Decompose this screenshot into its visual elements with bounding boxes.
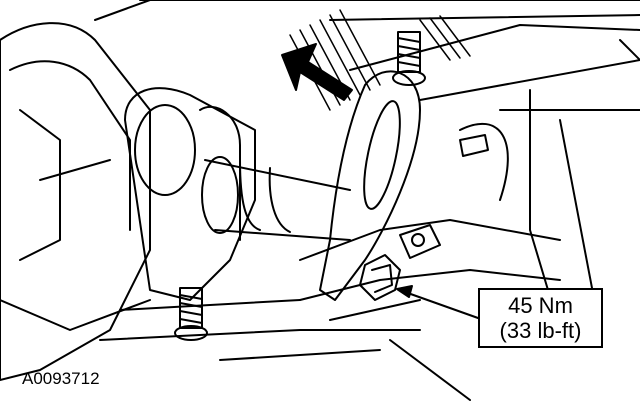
pivot-bracket — [124, 87, 256, 301]
callout-leader — [396, 285, 479, 319]
retaining-nut — [359, 254, 401, 301]
mounting-plate — [289, 9, 471, 111]
direction-arrow — [281, 43, 353, 101]
lower-stud — [174, 287, 208, 341]
torque-imperial-label: (33 lb-ft) — [499, 318, 582, 343]
ring-bracket — [319, 70, 421, 301]
lower-arm — [99, 219, 561, 401]
torque-callout-box: 45 Nm (33 lb-ft) — [478, 288, 603, 348]
pivot-shaft — [201, 156, 351, 241]
clamp-bolt — [399, 134, 489, 259]
upper-stud — [392, 31, 426, 86]
figure-id-label: A0093712 — [22, 369, 100, 388]
upper-frame — [139, 0, 640, 331]
engine-block-left — [0, 0, 151, 381]
torque-metric-label: 45 Nm — [508, 293, 573, 318]
